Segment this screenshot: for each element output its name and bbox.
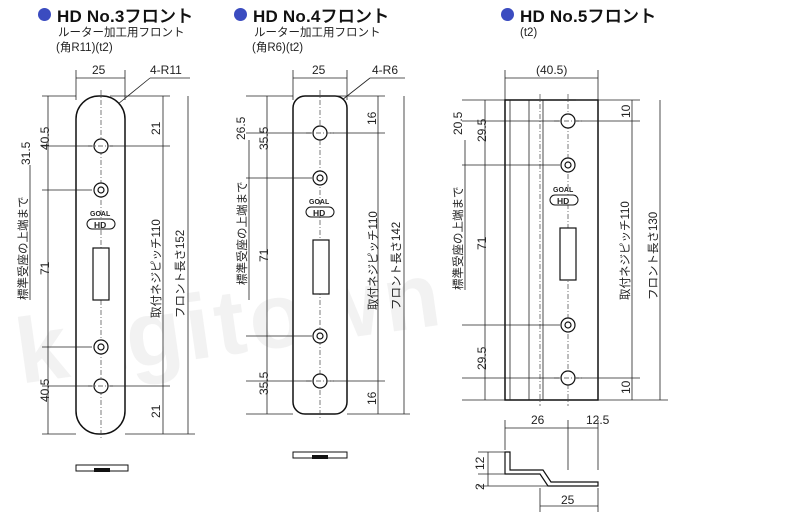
subtitle-no4-line1: ルーター加工用フロント	[254, 27, 381, 39]
no4-dim-26-5: 26.5	[234, 116, 248, 140]
no5-dim-29-5-top: 29.5	[475, 118, 489, 142]
header-no5: HD No.5フロント	[501, 2, 656, 27]
no3-corner-label: 4-R11	[150, 63, 182, 77]
no4-goal-hd-logo: GOAL HD	[305, 199, 335, 218]
no5-width-dim: (40.5)	[536, 63, 567, 77]
no5-pitch-label: 取付ネジピッチ110	[619, 201, 632, 300]
front-no4-drawing: 25 4-R6 GOAL HD 26.5 35.5 71 35	[234, 63, 410, 459]
no3-latch-slot	[92, 247, 110, 301]
svg-text:HD: HD	[557, 196, 569, 206]
no5-goal-hd-logo: GOAL HD	[549, 187, 579, 206]
svg-text:GOAL: GOAL	[553, 187, 574, 194]
header-no5-title: HD No.5フロント	[520, 7, 657, 26]
no3-dim-31-5: 31.5	[19, 141, 33, 165]
no5-dim-29-5-bottom: 29.5	[475, 346, 489, 370]
no4-corner-label: 4-R6	[372, 63, 398, 77]
front-no3-drawing: 25 4-R11 GOAL HD	[16, 63, 195, 472]
no5-dim-71: 71	[475, 236, 489, 250]
svg-text:HD: HD	[94, 220, 106, 230]
header-no4-title: HD No.4フロント	[253, 7, 390, 26]
subtitle-no4-line2: (角R6)(t2)	[252, 42, 304, 54]
subtitle-no3-line1: ルーター加工用フロント	[58, 27, 185, 39]
no4-width-dim: 25	[312, 63, 326, 77]
no5-dim-10-top: 10	[619, 104, 633, 118]
no5-section-12-5: 12.5	[586, 413, 610, 427]
no3-width-dim: 25	[92, 63, 106, 77]
no4-latch-slot	[312, 239, 330, 295]
no3-seat-label: 標準受座の上端まで	[16, 197, 30, 301]
no5-section-25: 25	[561, 493, 575, 507]
no5-section-26: 26	[531, 413, 545, 427]
no3-dim-21-top: 21	[149, 121, 163, 135]
subtitle-no3-line2: (角R11)(t2)	[56, 42, 113, 54]
no4-seat-label: 標準受座の上端まで	[235, 182, 249, 286]
no4-dim-35-5-top: 35.5	[257, 126, 271, 150]
no3-dim-40-5-bottom: 40.5	[38, 378, 52, 402]
no5-section-12: 12	[473, 456, 487, 470]
subtitle-no5-line1: (t2)	[520, 27, 538, 39]
no3-dim-21-bottom: 21	[149, 404, 163, 418]
no5-length-label: フロント長さ130	[647, 212, 660, 300]
header-no3: HD No.3フロント	[38, 2, 193, 27]
no5-latch-slot	[559, 227, 577, 281]
front-no5-drawing: (40.5) GOAL HD 20.5 29.5 71 29.5	[451, 63, 668, 512]
no5-dim-10-bottom: 10	[619, 380, 633, 394]
no4-dim-35-5-bottom: 35.5	[257, 371, 271, 395]
header-no3-title: HD No.3フロント	[57, 7, 194, 26]
no3-dim-71: 71	[38, 261, 52, 275]
svg-text:GOAL: GOAL	[309, 199, 330, 206]
no5-cross-section: 26 12.5 12 2 25	[473, 413, 610, 512]
header-no4: HD No.4フロント	[234, 2, 389, 27]
no4-dim-16-bottom: 16	[365, 391, 379, 405]
no3-goal-hd-logo: GOAL HD	[86, 211, 116, 230]
no3-length-label: フロント長さ152	[174, 230, 187, 318]
no3-pitch-label: 取付ネジピッチ110	[150, 219, 163, 318]
bullet-icon	[234, 8, 247, 21]
no5-section-2: 2	[473, 483, 487, 490]
svg-text:HD: HD	[313, 208, 325, 218]
bullet-icon	[501, 8, 514, 21]
bullet-icon	[38, 8, 51, 21]
no4-dim-71: 71	[257, 248, 271, 262]
svg-text:GOAL: GOAL	[90, 211, 111, 218]
no5-dim-20-5: 20.5	[451, 111, 465, 135]
no4-length-label: フロント長さ142	[390, 222, 403, 310]
no4-dim-16-top: 16	[365, 111, 379, 125]
no4-pitch-label: 取付ネジピッチ110	[367, 211, 380, 310]
no5-seat-label: 標準受座の上端まで	[451, 187, 465, 291]
no3-dim-40-5-top: 40.5	[38, 126, 52, 150]
no5-front-plate	[504, 99, 599, 401]
